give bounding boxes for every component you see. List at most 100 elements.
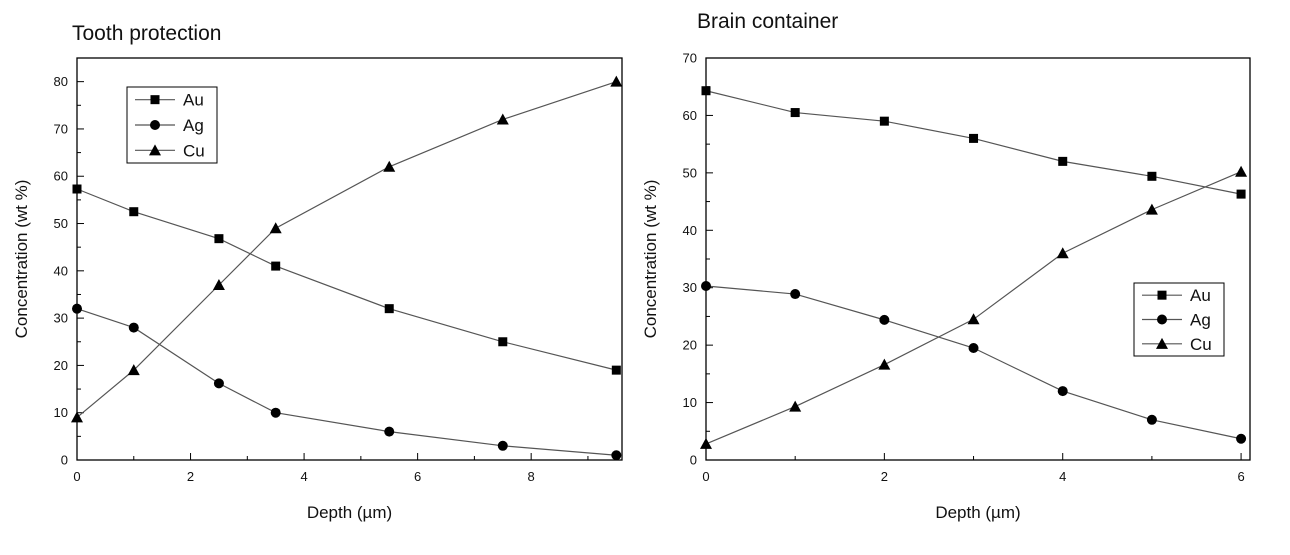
data-point-ag (968, 343, 979, 354)
x-tick-label: 6 (414, 469, 421, 484)
x-tick-label: 6 (1237, 469, 1244, 484)
x-axis-label: Depth (µm) (935, 503, 1020, 522)
data-point-cu (1056, 247, 1069, 259)
data-point-ag (879, 314, 890, 325)
data-point-cu (789, 400, 802, 412)
data-point-ag (1236, 433, 1247, 444)
y-tick-label: 10 (683, 395, 697, 410)
data-point-au (72, 184, 82, 194)
x-tick-label: 0 (702, 469, 709, 484)
data-point-cu (383, 160, 396, 172)
x-tick-label: 0 (73, 469, 80, 484)
series-ag (72, 303, 622, 461)
plot-frame (705, 57, 1251, 461)
data-point-au (879, 116, 889, 126)
data-point-ag (213, 378, 224, 389)
data-point-ag (128, 322, 139, 333)
series-cu (71, 75, 623, 423)
legend-label-ag: Ag (183, 116, 204, 135)
data-point-au (611, 365, 621, 375)
legend-label-ag: Ag (1190, 311, 1211, 330)
data-point-cu (71, 411, 83, 423)
y-tick-label: 30 (683, 280, 697, 295)
x-tick-label: 8 (528, 469, 535, 484)
y-tick-label: 30 (54, 311, 68, 326)
data-point-au (271, 261, 281, 271)
series-cu (700, 165, 1248, 449)
legend-marker-au (1157, 290, 1167, 300)
data-point-cu (496, 113, 509, 125)
data-point-cu (269, 222, 282, 234)
data-point-cu (212, 279, 225, 291)
data-point-ag (1146, 414, 1157, 425)
chart-title: Tooth protection (72, 22, 221, 45)
legend-marker-ag (1157, 314, 1167, 325)
data-point-ag (497, 440, 508, 451)
data-point-ag (611, 450, 622, 461)
data-point-au (129, 207, 139, 217)
data-point-cu (878, 358, 891, 370)
legend-label-cu: Cu (183, 141, 205, 160)
data-point-au (790, 108, 800, 118)
data-point-au (969, 133, 979, 143)
series-au (701, 86, 1246, 199)
x-tick-label: 4 (300, 469, 307, 484)
y-axis-label: Concentration (wt %) (12, 180, 31, 339)
y-tick-label: 40 (54, 263, 68, 278)
data-point-cu (967, 313, 980, 325)
data-point-cu (1145, 203, 1158, 215)
x-tick-label: 2 (881, 469, 888, 484)
y-tick-label: 70 (54, 121, 68, 136)
chart-title: Brain container (697, 10, 838, 33)
y-tick-label: 60 (683, 108, 697, 123)
legend-marker-cu (1156, 337, 1168, 349)
legend-label-au: Au (183, 91, 204, 110)
data-point-cu (127, 364, 140, 376)
data-point-ag (270, 407, 281, 418)
data-point-cu (1235, 165, 1248, 177)
y-tick-label: 50 (683, 165, 697, 180)
y-tick-label: 40 (683, 223, 697, 238)
y-tick-label: 0 (690, 453, 697, 468)
data-point-ag (1057, 386, 1068, 397)
data-point-cu (700, 437, 712, 449)
data-point-au (384, 304, 394, 314)
data-point-au (701, 86, 711, 96)
y-tick-label: 70 (683, 51, 697, 66)
series-line-ag (76, 308, 617, 456)
data-point-ag (72, 303, 82, 314)
data-point-au (1236, 189, 1246, 199)
y-axis-label: Concentration (wt %) (641, 180, 660, 339)
data-point-ag (790, 289, 801, 300)
legend-marker-au (150, 95, 160, 105)
data-point-au (498, 337, 508, 347)
data-point-au (214, 234, 224, 244)
y-tick-label: 10 (54, 405, 68, 420)
y-tick-label: 20 (683, 338, 697, 353)
y-tick-label: 60 (54, 169, 68, 184)
y-tick-label: 0 (61, 453, 68, 468)
x-tick-label: 4 (1059, 469, 1066, 484)
y-tick-label: 20 (54, 358, 68, 373)
data-point-ag (701, 280, 711, 291)
y-tick-label: 80 (54, 74, 68, 89)
data-point-au (1058, 156, 1068, 166)
x-tick-label: 2 (187, 469, 194, 484)
data-point-au (1147, 171, 1157, 181)
y-tick-label: 50 (54, 216, 68, 231)
data-point-cu (610, 75, 623, 87)
legend-label-au: Au (1190, 286, 1211, 305)
plot-frame (76, 57, 623, 461)
series-ag (701, 280, 1247, 444)
series-au (72, 184, 621, 375)
x-axis-label: Depth (µm) (307, 503, 392, 522)
data-point-ag (384, 426, 395, 437)
legend-label-cu: Cu (1190, 335, 1212, 354)
legend-marker-cu (149, 144, 161, 156)
legend-marker-ag (150, 120, 160, 130)
